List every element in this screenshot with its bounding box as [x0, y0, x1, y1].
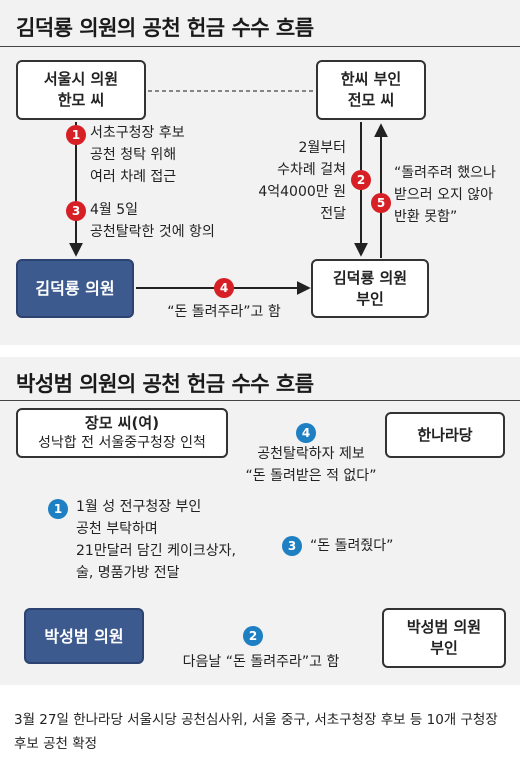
step-line: 2월부터 [298, 140, 346, 156]
node-kim-wife: 김덕룡 의원 부인 [311, 259, 429, 318]
node-hannara: 한나라당 [385, 412, 505, 458]
step-badge-p1: 1 [48, 499, 68, 519]
step-badge-5: 5 [371, 193, 391, 213]
step-line: “돈 돌려줬다” [310, 538, 394, 554]
step-p1-text: 1월 성 전구청장 부인 공천 부탁하며 21만달러 담긴 케이크상자, 술, … [76, 496, 236, 584]
step-line: 여러 차례 접근 [90, 169, 177, 185]
kim-flow-title: 김덕룡 의원의 공천 헌금 수수 흐름 [16, 16, 314, 40]
step-5-text: “돌려주려 했으나 받으러 오지 않아 반환 못함” [394, 162, 496, 228]
step-line: 공천 청탁 위해 [90, 147, 177, 163]
step-line: 공천탈락하자 제보 [257, 446, 365, 462]
node-line: 장모 씨(여) [84, 414, 160, 432]
step-line: 공천 부탁하며 [76, 521, 158, 537]
step-p2-text: 다음날 “돈 돌려주라”고 함 [152, 651, 370, 673]
node-line: 부인 [356, 289, 384, 308]
step-line: 수차례 걸쳐 [277, 162, 346, 178]
node-park-member: 박성범 의원 [24, 608, 144, 664]
step-1-text: 서초구청장 후보 공천 청탁 위해 여러 차례 접근 [90, 122, 185, 188]
node-jang: 장모 씨(여) 성낙합 전 서울중구청장 인척 [16, 408, 228, 458]
node-line: 한나라당 [417, 425, 473, 444]
kim-title-rule [0, 46, 520, 47]
node-line: 한씨 부인 [340, 70, 402, 88]
step-line: “돈 돌려받은 적 없다” [245, 468, 377, 484]
node-kim-member: 김덕룡 의원 [16, 259, 134, 318]
step-line: 1월 성 전구청장 부인 [76, 499, 202, 515]
step-line: 21만달러 담긴 케이크상자, [76, 543, 236, 559]
park-title-rule [0, 400, 520, 401]
node-line: 김덕룡 의원 [35, 279, 115, 298]
node-park-wife: 박성범 의원 부인 [382, 608, 506, 668]
step-line: 술, 명품가방 전달 [76, 565, 180, 581]
node-line: 전모 씨 [347, 91, 395, 109]
node-line: 박성범 의원 [406, 618, 482, 636]
step-line: 4월 5일 [90, 202, 139, 218]
node-line: 서울시 의원 [43, 70, 119, 88]
step-2-text: 2월부터 수차례 걸쳐 4억4000만 원 전달 [258, 137, 346, 225]
step-3-text: 4월 5일 공천탈락한 것에 항의 [90, 199, 215, 243]
node-seoul-member-han: 서울시 의원 한모 씨 [16, 60, 146, 120]
step-4-text: “돈 돌려주라”고 함 [144, 301, 304, 323]
node-line: 박성범 의원 [44, 626, 124, 646]
step-badge-2: 2 [351, 170, 371, 190]
step-p3-text: “돈 돌려줬다” [310, 535, 393, 557]
step-badge-p4: 4 [296, 423, 316, 443]
node-line: 부인 [430, 639, 458, 657]
step-badge-1: 1 [66, 125, 86, 145]
footnote: 3월 27일 한나라당 서울시당 공천심사위, 서울 중구, 서초구청장 후보 … [14, 712, 498, 752]
step-line: 반환 못함” [394, 209, 458, 225]
step-badge-3: 3 [66, 201, 86, 221]
step-line: 다음날 “돈 돌려주라”고 함 [182, 654, 340, 670]
step-line: 받으러 오지 않아 [394, 187, 494, 203]
step-p4-text: 공천탈락하자 제보 “돈 돌려받은 적 없다” [226, 443, 396, 487]
step-badge-p2: 2 [243, 626, 263, 646]
step-line: 서초구청장 후보 [90, 125, 185, 141]
node-line: 한모 씨 [57, 91, 105, 109]
step-line: 공천탈락한 것에 항의 [90, 224, 215, 240]
step-line: “돈 돌려주라”고 함 [167, 304, 281, 320]
step-line: 전달 [320, 206, 346, 222]
park-flow-title: 박성범 의원의 공천 헌금 수수 흐름 [16, 372, 314, 396]
node-line: 성낙합 전 서울중구청장 인척 [38, 435, 206, 451]
step-line: 4억4000만 원 [258, 184, 346, 200]
step-badge-4: 4 [214, 278, 234, 298]
step-line: “돌려주려 했으나 [394, 165, 496, 181]
node-line: 김덕룡 의원 [332, 268, 408, 287]
node-han-wife-jeon: 한씨 부인 전모 씨 [316, 60, 426, 120]
step-badge-p3: 3 [282, 536, 302, 556]
